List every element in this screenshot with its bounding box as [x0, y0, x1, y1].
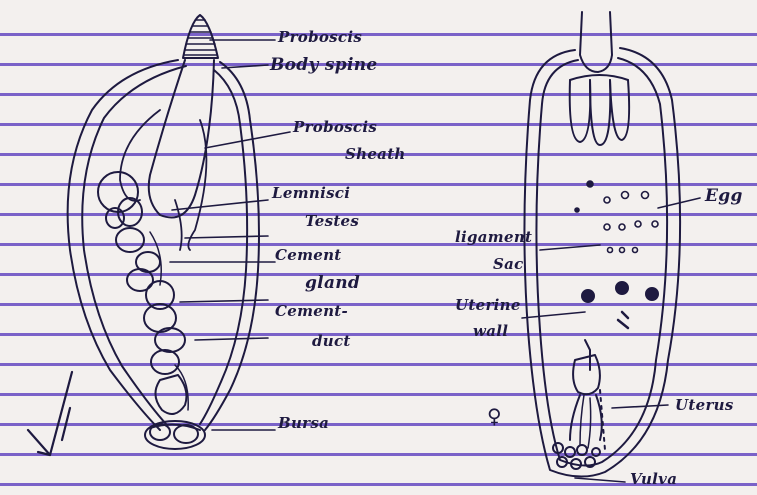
female-symbol: ♀	[487, 404, 502, 428]
label-proboscis: Proboscis	[278, 28, 362, 46]
bursa-drawing	[145, 421, 205, 449]
cement-gland-drawing	[116, 228, 174, 309]
label-testes: Testes	[305, 212, 359, 230]
label-cement-gland-line2: gland	[305, 273, 360, 293]
left-leader-lines	[170, 40, 290, 430]
label-cement-duct-line2: duct	[312, 332, 351, 350]
proboscis-drawing	[183, 15, 218, 58]
female-proboscis-drawing	[580, 12, 612, 72]
label-bursa: Bursa	[278, 414, 329, 432]
female-worm-drawing	[524, 12, 680, 477]
label-uterus: Uterus	[675, 396, 734, 414]
right-leader-lines	[522, 198, 700, 482]
label-lemnisci: Lemnisci	[272, 184, 350, 202]
cement-duct-drawing	[144, 304, 188, 414]
label-cement-duct-line1: Cement-	[275, 302, 348, 320]
label-proboscis-sheath-line1: Proboscis	[293, 118, 377, 136]
label-ligament-sac-line2: Sac	[493, 255, 524, 273]
female-body-wall	[524, 48, 680, 477]
label-egg: Egg	[705, 186, 743, 206]
uterine-bell-drawing	[570, 340, 605, 450]
label-uterine-wall-line1: Uterine	[455, 296, 521, 314]
male-worm-drawing	[28, 15, 259, 455]
label-vulva: Vulva	[630, 470, 677, 488]
egg-balls-drawing	[582, 282, 658, 328]
label-body-spine: Body spine	[270, 55, 377, 75]
label-proboscis-sheath-line2: Sheath	[345, 145, 406, 163]
female-anterior-lobes	[570, 75, 629, 145]
label-uterine-wall-line2: wall	[473, 322, 508, 340]
label-ligament-sac-line1: ligament	[455, 228, 532, 246]
eggs-drawing	[575, 181, 658, 253]
male-symbol-drawing	[28, 372, 72, 455]
label-cement-gland-line1: Cement	[275, 246, 342, 264]
